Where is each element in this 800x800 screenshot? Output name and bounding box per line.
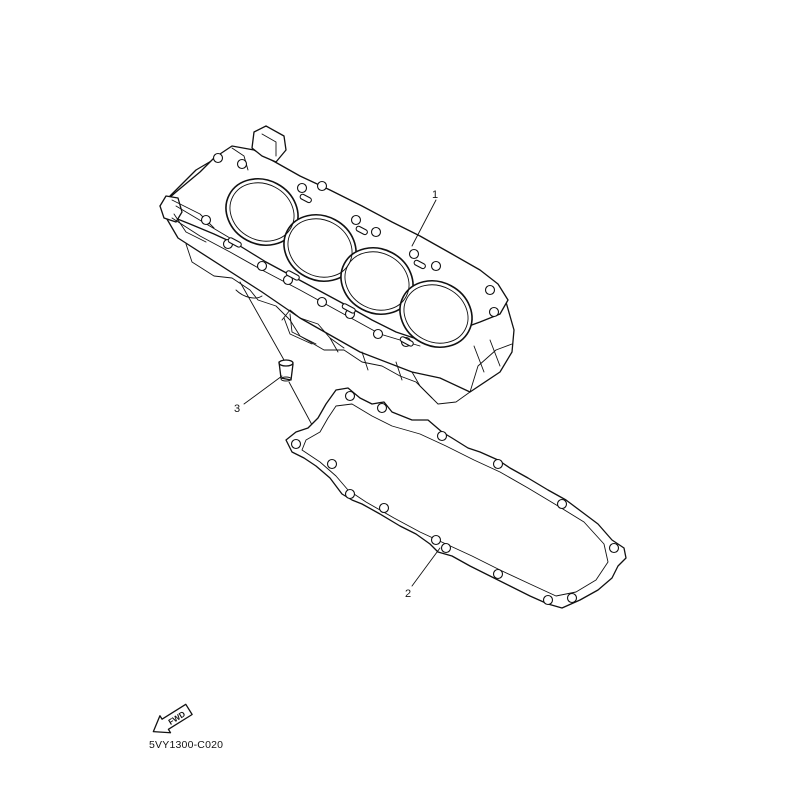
drawing-code: 5VY1300-C020 (149, 739, 224, 751)
cylinder-gasket (285, 387, 627, 609)
gasket-bolt-holes (290, 390, 620, 606)
callout-number-1: 1 (432, 189, 438, 201)
callout-1: 1 (411, 189, 438, 247)
callout-number-2: 2 (405, 588, 411, 600)
water-jacket-slots (227, 193, 426, 347)
callout-2: 2 (405, 547, 441, 600)
leader-line-1 (411, 199, 437, 247)
dowel-pin (278, 359, 294, 382)
cylinder-stud-holes (200, 152, 500, 348)
cylinder-block (159, 125, 515, 405)
callout-number-3: 3 (234, 403, 240, 415)
alignment-line-upper (239, 281, 285, 361)
forward-direction-arrow-icon: FWD (152, 703, 193, 734)
callout-3: 3 (234, 375, 283, 415)
leader-line-3 (243, 375, 283, 405)
leader-line-2 (411, 547, 441, 587)
